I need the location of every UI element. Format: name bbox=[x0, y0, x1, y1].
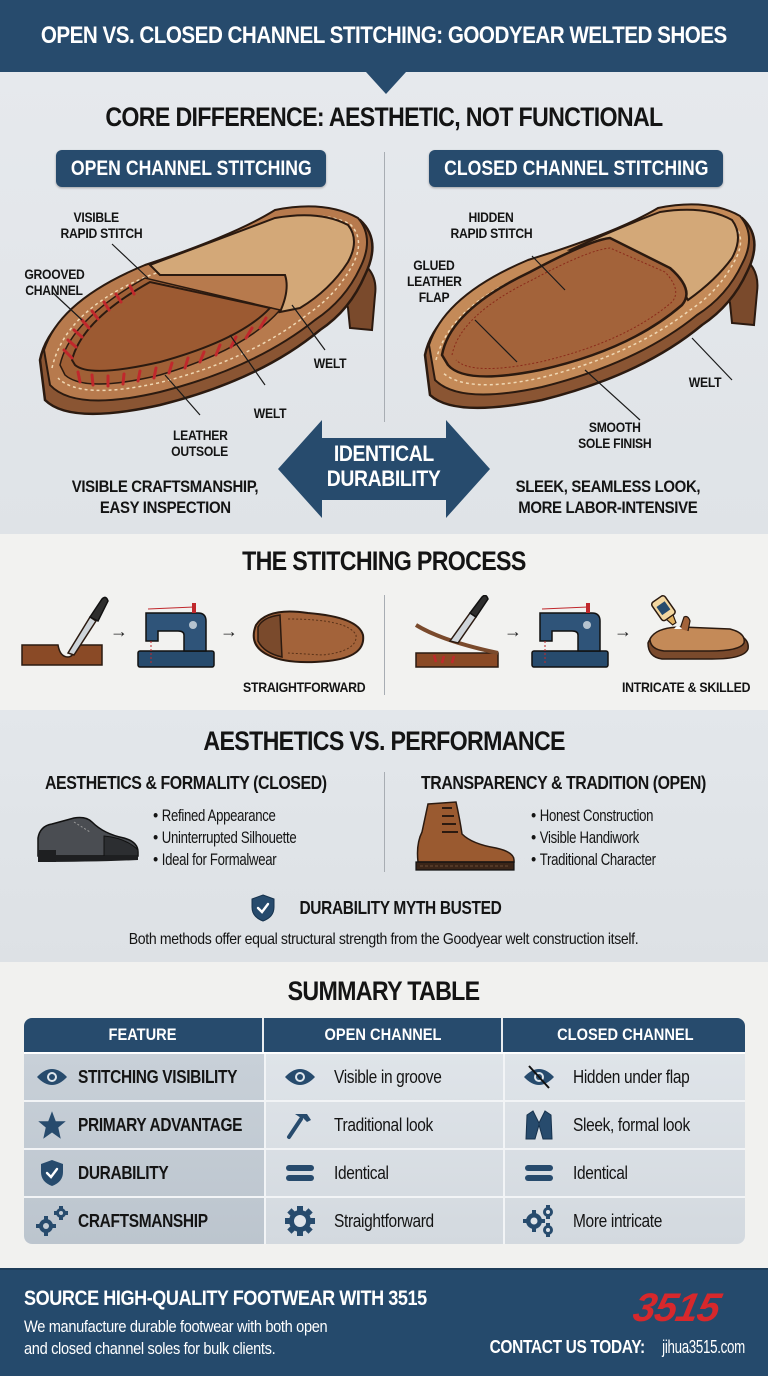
summary-table: FEATURE OPEN CHANNEL CLOSED CHANNEL STIT… bbox=[24, 1018, 745, 1244]
table-row-4-closed: More intricate bbox=[521, 1198, 676, 1244]
open-channel-sole-illustration bbox=[38, 205, 377, 416]
finished-sole-icon bbox=[252, 610, 365, 664]
svg-text:→: → bbox=[220, 621, 238, 641]
page-title: OPEN VS. CLOSED CHANNEL STITCHING: GOODY… bbox=[41, 22, 727, 49]
closed-channel-sole-illustration bbox=[423, 203, 759, 421]
svg-text:→: → bbox=[504, 621, 522, 641]
bullet-item: • Refined Appearance bbox=[153, 806, 276, 825]
open-channel-caption: VISIBLE CRAFTSMANSHIP,EASY INSPECTION bbox=[71, 477, 259, 517]
open-process-label: STRAIGHTFORWARD bbox=[243, 679, 366, 695]
aesthetics-divider bbox=[384, 772, 385, 872]
shield-check-icon bbox=[41, 1160, 63, 1186]
label-welt: WELT bbox=[688, 375, 722, 390]
aesthetics-performance-title: AESTHETICS VS. PERFORMANCE bbox=[203, 726, 565, 756]
sewing-machine-icon bbox=[137, 603, 215, 668]
equals-icon bbox=[286, 1165, 314, 1181]
contact-link[interactable]: CONTACT US TODAY: jihua3515.com bbox=[489, 1337, 746, 1357]
row-divider bbox=[24, 1148, 745, 1150]
table-header: FEATURE OPEN CHANNEL CLOSED CHANNEL bbox=[24, 1018, 745, 1052]
gears-icon bbox=[523, 1205, 553, 1237]
closed-process-label: INTRICATE & SKILLED bbox=[622, 679, 751, 695]
col-divider bbox=[264, 1054, 266, 1244]
page-header: OPEN VS. CLOSED CHANNEL STITCHING: GOODY… bbox=[0, 0, 768, 72]
bullet-item: • Uninterrupted Silhouette bbox=[153, 828, 297, 847]
identical-durability-arrow bbox=[278, 420, 490, 518]
closed-benefits-list: • Refined Appearance • Uninterrupted Sil… bbox=[153, 805, 337, 871]
section-divider bbox=[384, 152, 385, 422]
table-row-3-feature: DURABILITY bbox=[34, 1150, 183, 1196]
footer-title: SOURCE HIGH-QUALITY FOOTWEAR WITH 3515 bbox=[24, 1287, 427, 1310]
knife-groove-icon bbox=[21, 596, 109, 666]
row-divider bbox=[24, 1196, 745, 1198]
label-welt-bottom: WELT bbox=[253, 406, 287, 421]
sewing-machine-icon bbox=[531, 603, 609, 668]
open-benefits-list: • Honest Construction • Visible Handiwor… bbox=[531, 805, 691, 871]
table-row-2-feature: PRIMARY ADVANTAGE bbox=[34, 1102, 269, 1148]
table-row-1-open: Visible in groove bbox=[282, 1054, 459, 1100]
table-row-1-closed: Hidden under flap bbox=[521, 1054, 708, 1100]
column-header-closed: CLOSED CHANNEL bbox=[556, 1025, 694, 1044]
table-row-3-open: Identical bbox=[282, 1150, 397, 1196]
label-welt-right: WELT bbox=[313, 356, 347, 371]
footer-description: We manufacture durable footwear with bot… bbox=[24, 1317, 328, 1358]
table-row-2-closed: Sleek, formal look bbox=[521, 1102, 709, 1148]
open-process-steps: → → bbox=[21, 596, 365, 668]
table-row-1-feature: STITCHING VISIBILITY bbox=[34, 1054, 263, 1100]
eye-slash-icon bbox=[524, 1065, 554, 1089]
star-icon bbox=[38, 1111, 66, 1139]
bullet-item: • Visible Handiwork bbox=[531, 828, 639, 847]
brand-logo: 3515 bbox=[629, 1286, 724, 1330]
knife-flap-icon bbox=[414, 595, 499, 668]
table-row-4-open: Straightforward bbox=[282, 1198, 450, 1244]
column-header-feature: FEATURE bbox=[24, 1018, 264, 1052]
closed-benefits-heading: AESTHETICS & FORMALITY (CLOSED) bbox=[45, 772, 327, 793]
myth-body: Both methods offer equal structural stre… bbox=[129, 931, 639, 948]
row-divider bbox=[24, 1100, 745, 1102]
bullet-item: • Traditional Character bbox=[531, 850, 656, 869]
work-boot-icon bbox=[415, 801, 515, 871]
closed-process-steps: → → bbox=[414, 595, 749, 668]
eye-icon bbox=[285, 1069, 315, 1085]
durability-myth-heading: DURABILITY MYTH BUSTED bbox=[0, 894, 768, 922]
summary-table-title: SUMMARY TABLE bbox=[288, 976, 481, 1006]
footer-banner bbox=[0, 1268, 768, 1376]
open-channel-pill: OPEN CHANNEL STITCHING bbox=[56, 150, 326, 187]
bullet-item: • Ideal for Formalwear bbox=[153, 850, 277, 869]
eye-icon bbox=[37, 1069, 67, 1085]
suit-jacket-icon bbox=[525, 1110, 553, 1140]
equals-icon bbox=[525, 1165, 553, 1181]
table-row-2-open: Traditional look bbox=[282, 1102, 449, 1148]
hammer-icon bbox=[287, 1114, 311, 1139]
bullet-item: • Honest Construction bbox=[531, 806, 654, 825]
oxford-dress-shoe-icon bbox=[37, 816, 139, 862]
column-header-open: OPEN CHANNEL bbox=[266, 1018, 503, 1052]
table-row-4-feature: CRAFTSMANSHIP bbox=[34, 1198, 229, 1244]
gear-icon bbox=[285, 1206, 315, 1236]
gears-icon bbox=[36, 1206, 68, 1236]
stitching-process-title: THE STITCHING PROCESS bbox=[242, 546, 526, 576]
svg-text:→: → bbox=[110, 621, 128, 641]
header-pointer-overlay bbox=[366, 72, 406, 94]
myth-title: DURABILITY MYTH BUSTED bbox=[299, 897, 501, 918]
glue-sole-icon bbox=[647, 595, 749, 660]
closed-channel-caption: SLEEK, SEAMLESS LOOK,MORE LABOR-INTENSIV… bbox=[515, 477, 701, 517]
closed-channel-pill: CLOSED CHANNEL STITCHING bbox=[429, 150, 723, 187]
table-row-3-closed: Identical bbox=[521, 1150, 636, 1196]
process-divider bbox=[384, 595, 385, 695]
shield-check-icon bbox=[251, 894, 275, 922]
core-difference-title: CORE DIFFERENCE: AESTHETIC, NOT FUNCTION… bbox=[105, 102, 663, 132]
col-divider bbox=[503, 1054, 505, 1244]
svg-text:→: → bbox=[614, 621, 632, 641]
open-benefits-heading: TRANSPARENCY & TRADITION (OPEN) bbox=[421, 772, 706, 793]
